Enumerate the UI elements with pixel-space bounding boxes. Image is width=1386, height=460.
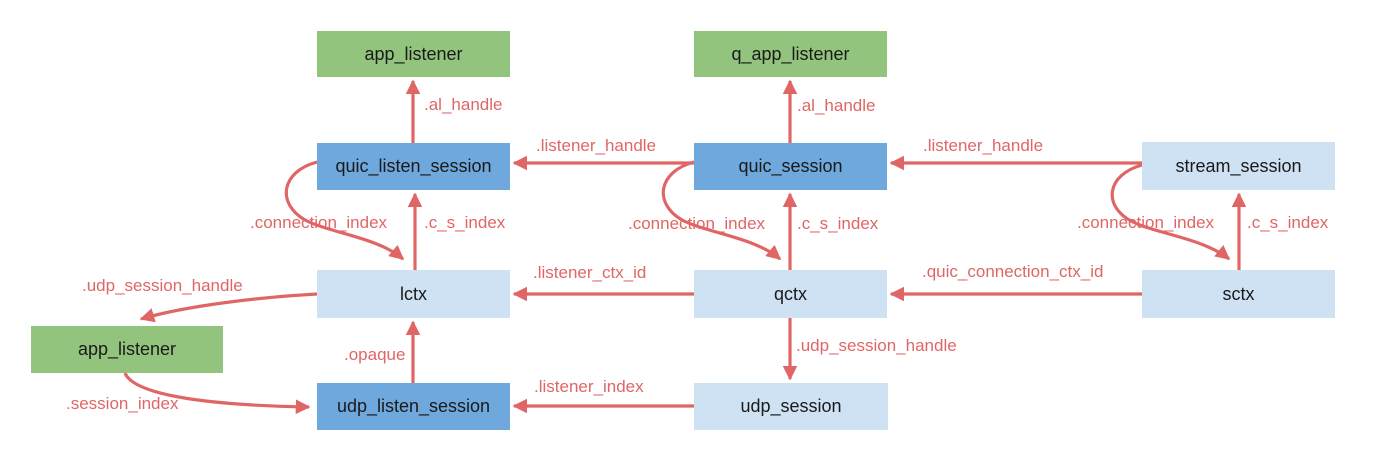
edge-label-listener-index: .listener_index	[534, 377, 644, 396]
node-udp-listen-session: udp_listen_session	[317, 383, 510, 430]
edge-label-quic-connection-ctx-id: .quic_connection_ctx_id	[922, 262, 1104, 281]
edge-label-c-s-index-left: .c_s_index	[424, 213, 506, 232]
node-quic-session: quic_session	[694, 143, 887, 190]
edge-label-opaque: .opaque	[344, 345, 406, 364]
edge-label-connection-index-left: .connection_index	[250, 213, 388, 232]
edge-label-listener-ctx-id: .listener_ctx_id	[533, 263, 647, 282]
node-quic-listen-session: quic_listen_session	[317, 143, 510, 190]
edge-label-udp-session-handle-left: .udp_session_handle	[82, 276, 243, 295]
edge-label-listener-handle-right: .listener_handle	[923, 136, 1044, 155]
node-qctx: qctx	[694, 270, 887, 318]
edge-label-listener-handle-left: .listener_handle	[536, 136, 657, 155]
node-app-listener-bottom: app_listener	[31, 326, 223, 373]
edge-label-session-index: .session_index	[66, 394, 179, 413]
edge-label-c-s-index-right: .c_s_index	[1247, 213, 1329, 232]
edge-label-c-s-index-center: .c_s_index	[797, 214, 879, 233]
arrow-connection-index-left	[284, 160, 405, 261]
node-lctx: lctx	[317, 270, 510, 318]
edge-label-al-handle-left: .al_handle	[424, 95, 503, 114]
edge-label-al-handle-center: .al_handle	[797, 96, 876, 115]
edge-label-connection-index-right: .connection_index	[1077, 213, 1215, 232]
node-q-app-listener: q_app_listener	[694, 31, 887, 77]
edge-label-udp-session-handle-center: .udp_session_handle	[796, 336, 957, 355]
arrow-udp-session-handle-left	[139, 292, 318, 323]
arrow-connection-index-right	[1110, 163, 1231, 261]
node-sctx: sctx	[1142, 270, 1335, 318]
arrow-connection-index-center	[661, 160, 782, 261]
edge-label-connection-index-center: .connection_index	[628, 214, 766, 233]
node-app-listener-top: app_listener	[317, 31, 510, 77]
node-stream-session: stream_session	[1142, 142, 1335, 190]
arrow-session-index	[123, 372, 311, 415]
node-udp-session: udp_session	[694, 383, 888, 430]
